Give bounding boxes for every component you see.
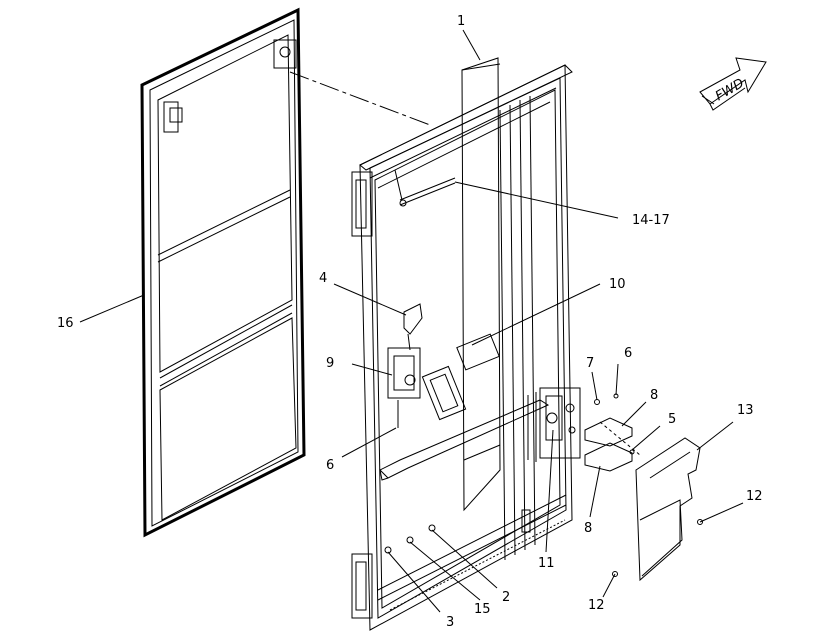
callout-4: 4 (319, 271, 327, 286)
callout-12-bottom: 12 (588, 598, 605, 613)
leader-lines (79, 29, 744, 613)
callout-1: 1 (457, 14, 465, 29)
cover-13 (635, 437, 701, 582)
callout-2: 2 (502, 590, 510, 605)
callout-15: 15 (474, 602, 491, 617)
callout-6-left: 6 (326, 458, 334, 473)
callout-13: 13 (737, 403, 754, 418)
callout-8-lower: 8 (584, 521, 592, 536)
door-panel-16 (140, 7, 431, 538)
callout-11: 11 (538, 556, 555, 571)
callout-9: 9 (326, 356, 334, 371)
callout-labels: 1 14-17 16 4 10 9 6 7 6 8 5 13 12 8 11 2… (57, 14, 763, 630)
callout-3: 3 (446, 615, 454, 630)
callout-8-upper: 8 (650, 388, 658, 403)
callout-7: 7 (586, 356, 594, 371)
callout-6-right: 6 (624, 346, 632, 361)
callout-16: 16 (57, 316, 74, 331)
callout-12-right: 12 (746, 489, 763, 504)
callout-14-17: 14-17 (632, 213, 670, 228)
callout-5: 5 (668, 412, 676, 427)
fwd-direction-arrow: FWD (699, 57, 767, 111)
brackets-8 (584, 417, 641, 472)
door-frame (351, 57, 581, 631)
callout-10: 10 (609, 277, 626, 292)
fasteners (594, 393, 703, 577)
